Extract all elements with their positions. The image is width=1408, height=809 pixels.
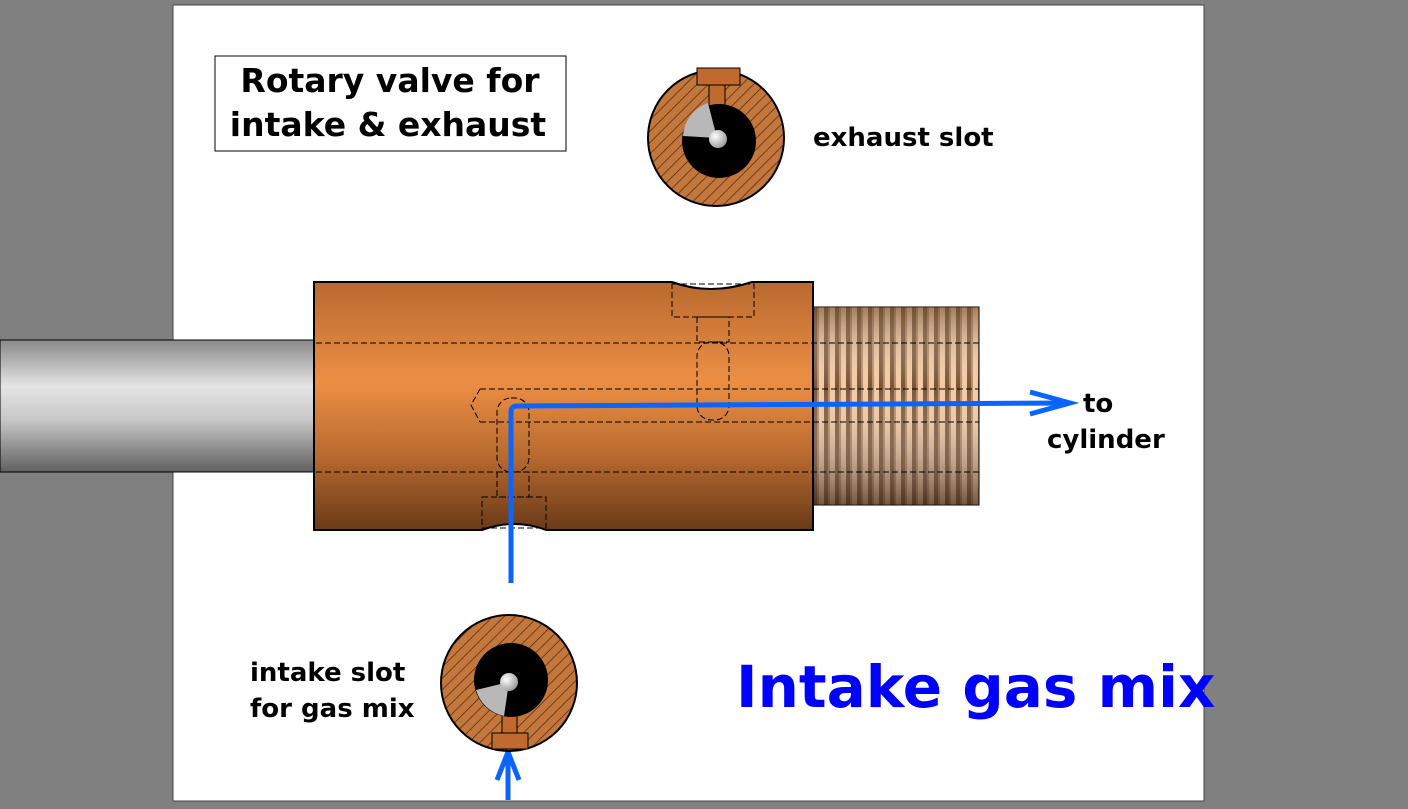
intake-slot-label-line-2: for gas mix	[250, 694, 415, 724]
state-caption: Intake gas mix	[736, 653, 1215, 721]
title-line-2: intake & exhaust	[230, 105, 547, 144]
exhaust-slot-cross-section	[647, 67, 785, 207]
valve-rod	[0, 339, 317, 473]
title-box: Rotary valve for intake & exhaust	[214, 55, 567, 152]
flow-arrow-to-cylinder	[508, 389, 1080, 583]
exhaust-slot-label: exhaust slot	[813, 123, 994, 153]
to-cylinder-label-line-2: cylinder	[1047, 425, 1165, 455]
to-cylinder-label-line-1: to	[1083, 389, 1113, 419]
title-line-1: Rotary valve for	[240, 61, 540, 100]
intake-slot-label-line-1: intake slot	[250, 658, 405, 688]
intake-slot-cross-section	[440, 614, 578, 752]
flow-arrow-intake	[494, 745, 522, 800]
